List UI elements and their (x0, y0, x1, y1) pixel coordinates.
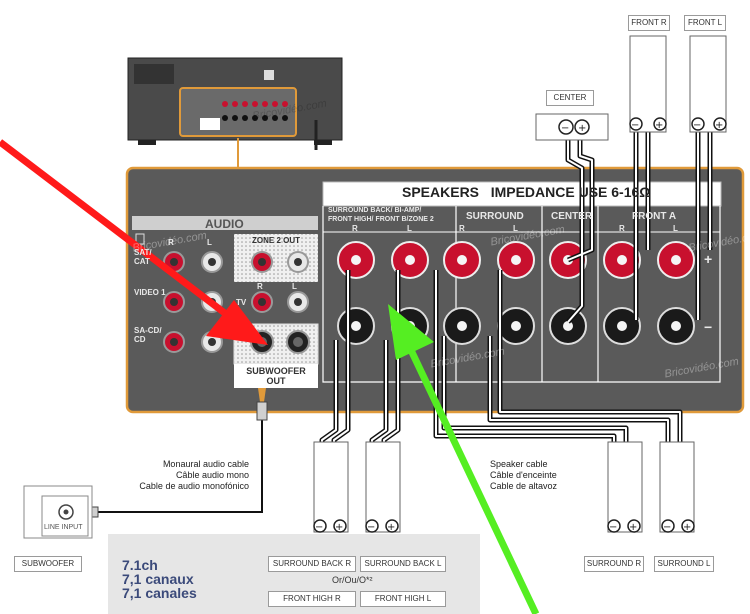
surround-l-label: L (513, 224, 518, 233)
front-r-speaker-label: FRONT R (628, 15, 670, 31)
front-l-label: L (673, 224, 678, 233)
surround-r-label: R (459, 224, 465, 233)
speaker-terminals (337, 241, 695, 345)
subwoofer-out-label: SUBWOOFER OUT (246, 366, 306, 386)
green-arrow (388, 304, 540, 614)
svg-text:+: + (578, 123, 586, 134)
tv-r-label: R (257, 282, 263, 291)
channels-line3: 7,1 canales (122, 585, 197, 601)
svg-text:+: + (629, 522, 637, 533)
tv-label: TV (236, 298, 247, 307)
channels-line1: 7.1ch (122, 557, 158, 573)
svg-text:+: + (655, 120, 663, 131)
channels-line2: 7,1 canaux (122, 571, 194, 587)
sb-l-label: L (407, 224, 412, 233)
speaker-cable-en: Speaker cable (490, 459, 548, 469)
subwoofer-label: SUBWOOFER (14, 556, 82, 572)
sat-cat-label: SAT/ CAT (134, 248, 152, 266)
channels-text: 7.1ch 7,1 canaux 7,1 canales (122, 558, 197, 600)
speaker-cable-fr: Câble d'enceinte (490, 470, 557, 480)
svg-text:−: − (367, 522, 375, 533)
speaker-cable-es: Cable de altavoz (490, 481, 558, 491)
center-speaker-label: CENTER (546, 90, 594, 106)
monaural-cable-en: Monaural audio cable (162, 459, 249, 469)
sb-r-label: R (352, 224, 358, 233)
tv-l-label: L (292, 282, 297, 291)
surround-r-speaker-label: SURROUND R (584, 556, 644, 572)
red-arrow (0, 139, 268, 345)
front-speaker-boxes (629, 35, 727, 133)
surround-back-l-label: SURROUND BACK L (360, 556, 446, 572)
front-a-group-label: FRONT A (632, 211, 677, 222)
svg-text:+: + (683, 522, 691, 533)
surround-l-speaker-label: SURROUND L (654, 556, 714, 572)
svg-text:−: − (609, 522, 617, 533)
svg-text:+: + (715, 120, 723, 131)
surround-back-group-label: SURROUND BACK/ BI-AMP/ FRONT HIGH/ FRONT… (328, 207, 434, 223)
svg-text:+: + (335, 522, 343, 533)
minus-sign: − (704, 319, 713, 335)
audio-l-label: L (207, 238, 212, 247)
center-group-label: CENTER (551, 211, 593, 222)
monaural-cable-es: Cable de audio monofónico (139, 481, 249, 491)
polarity-marks: −+ −+ −+ −+ −+ −+ −+ (315, 120, 723, 533)
sa-cd-label: SA-CD/ CD (134, 326, 162, 344)
surround-group-label: SURROUND (466, 211, 524, 222)
center-speaker-box (535, 113, 609, 141)
monaural-cable-fr: Câble audio mono (175, 470, 249, 480)
svg-text:+: + (387, 522, 395, 533)
svg-text:−: − (663, 522, 671, 533)
speakers-title: SPEAKERS IMPEDANCE USE 6-16Ω (402, 184, 651, 200)
audio-r-label: R (168, 238, 174, 247)
subwoofer-box (23, 485, 93, 539)
front-high-r-label: FRONT HIGH R (268, 591, 356, 607)
or-text: Or/Ou/O*² (332, 575, 373, 585)
receiver-thumbnail (127, 57, 343, 168)
video1-label: VIDEO 1 (134, 288, 166, 297)
svg-text:−: − (315, 522, 323, 533)
front-l-speaker-label: FRONT L (684, 15, 726, 31)
line-input-label: LINE INPUT (44, 524, 83, 531)
audio-title: AUDIO (205, 217, 244, 231)
bottom-speaker-boxes (313, 441, 695, 533)
svg-text:−: − (693, 120, 701, 131)
surround-back-r-label: SURROUND BACK R (268, 556, 356, 572)
svg-text:−: − (561, 123, 569, 134)
front-r-label: R (619, 224, 625, 233)
plus-sign: + (704, 251, 713, 267)
zone2-out-label: ZONE 2 OUT (252, 236, 301, 245)
svg-text:−: − (631, 120, 639, 131)
front-high-l-label: FRONT HIGH L (360, 591, 446, 607)
